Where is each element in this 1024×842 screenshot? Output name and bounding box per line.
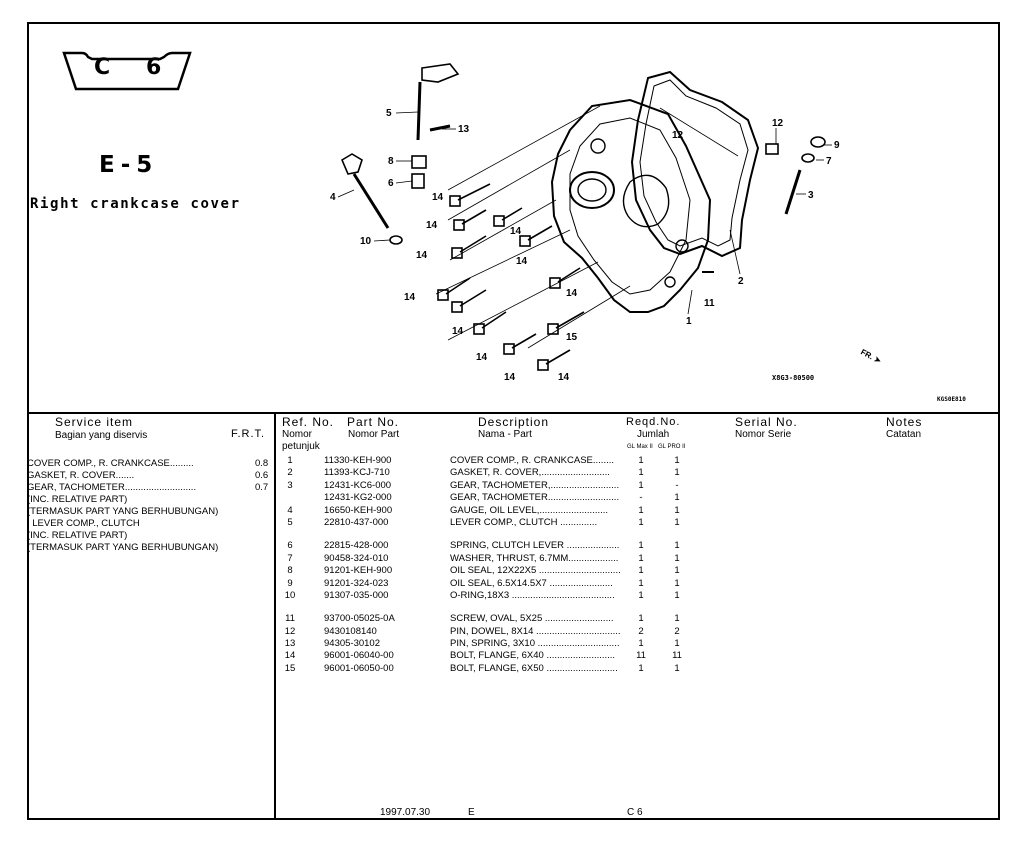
drawing-code: X8G3-80500 [772,374,815,382]
svg-text:14: 14 [416,250,428,261]
col-serial-no-id: Nomor Serie [735,429,792,440]
svg-text:2: 2 [738,276,744,287]
col-ref-no-id: Nomor [282,429,313,440]
svg-text:14: 14 [432,192,444,203]
svg-text:14: 14 [516,256,528,267]
svg-text:14: 14 [426,220,438,231]
col-model-2: GL PRO II [658,444,686,450]
col-part-no: Part No. [347,415,400,429]
svg-text:12: 12 [672,130,684,141]
footer-page: C 6 [627,807,643,818]
col-description: Description [478,415,550,429]
col-service-item-id: Bagian yang diservis [55,430,148,441]
col-reqd-no-id: Jumlah [637,429,670,440]
svg-text:10: 10 [360,236,372,247]
section-divider [27,412,1000,414]
list-item: . LEVER COMP., CLUTCH [27,518,140,529]
svg-text:14: 14 [476,352,488,363]
svg-text:15: 15 [566,332,578,343]
svg-text:11: 11 [704,298,715,309]
drawing-code-2: KGS0E810 [937,396,966,403]
page-frame [27,22,1000,820]
svg-text:14: 14 [504,372,516,383]
list-item: COVER COMP., R. CRANKCASE.........0.8 [27,458,269,469]
column-divider [274,412,276,820]
list-item: (TERMASUK PART YANG BERHUBUNGAN) [27,506,219,517]
service-items-list: COVER COMP., R. CRANKCASE.........0.8 GA… [27,458,272,554]
col-description-id: Nama - Part [478,429,532,440]
svg-text:14: 14 [404,292,416,303]
col-part-no-id: Nomor Part [348,429,400,440]
page-code-letter: C [94,55,113,80]
svg-text:4: 4 [330,192,336,203]
svg-text:3: 3 [808,190,814,201]
svg-text:5: 5 [386,108,392,119]
svg-text:14: 14 [452,326,464,337]
col-ref-no-id2: petunjuk [282,441,320,452]
svg-text:6: 6 [388,178,394,189]
svg-text:9: 9 [834,140,840,151]
row-gap [276,602,696,613]
svg-text:14: 14 [510,226,522,237]
exploded-parts-diagram: 5 13 8 6 4 10 14 14 14 14 14 14 14 14 14… [330,63,840,383]
row-gap [276,529,696,540]
col-ref-no: Ref. No. [282,415,335,429]
list-item: (INC. RELATIVE PART) [27,494,128,505]
list-item: (TERMASUK PART YANG BERHUBUNGAN) [27,542,219,553]
col-notes: Notes [886,415,923,429]
svg-text:1: 1 [686,316,692,327]
svg-text:14: 14 [558,372,570,383]
col-service-item: Service item [55,415,134,429]
svg-text:14: 14 [566,288,578,299]
svg-text:12: 12 [772,118,784,129]
section-code: E-5 [99,152,159,178]
list-item: GEAR, TACHOMETER........................… [27,482,269,493]
svg-text:7: 7 [826,156,832,167]
footer-date: 1997.07.30 [380,807,431,818]
col-model-1: GL Max II [627,444,653,450]
list-item: (INC. RELATIVE PART) [27,530,128,541]
footer-section: E [468,807,475,818]
col-reqd-no: Reqd.No. [626,416,681,428]
list-item: GASKET, R. COVER.......0.6 [27,470,269,481]
svg-text:13: 13 [458,124,470,135]
page-code-number: 6 [146,55,164,80]
col-notes-id: Catatan [886,429,922,440]
page-code-badge: C 6 [62,49,192,93]
svg-text:8: 8 [388,156,394,167]
col-serial-no: Serial No. [735,415,798,429]
section-title: Right crankcase cover [30,196,241,212]
col-frt: F.R.T. [231,428,266,440]
